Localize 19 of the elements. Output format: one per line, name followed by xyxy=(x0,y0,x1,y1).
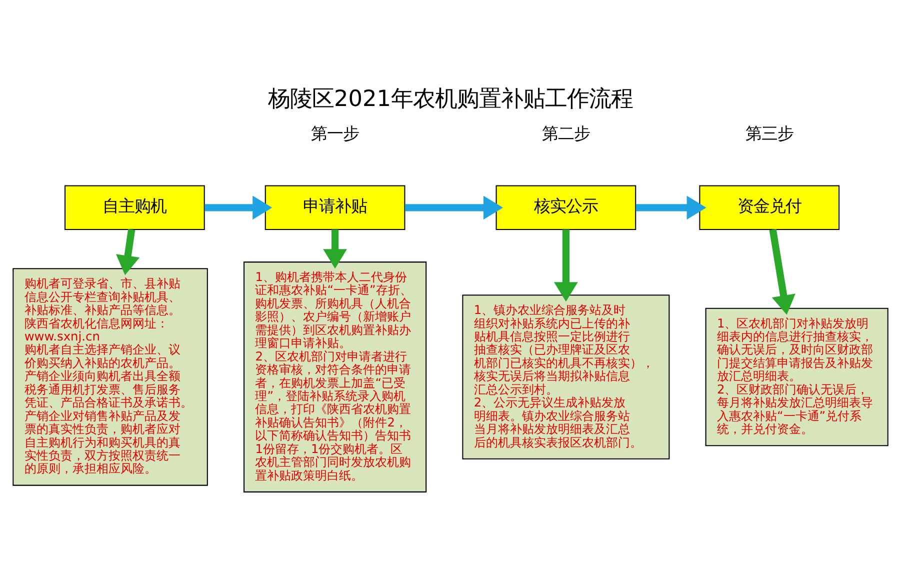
node-box: 1、镇办农业综合服务站及时组织对补贴系统内已上传的补贴机具信息按照一定比例进行抽查核实（已办理牌证及区农机部门已核实的机具不再核实），核实无误后将当期拟补贴信息汇总公示到村。 2、公示无异议生成补贴发放明细表。镇办农业综合服务站当月将补贴发放明细表及汇总后的机具核实表报区农机部门。 xyxy=(462,294,670,460)
node-box: 资金兑付 xyxy=(698,185,840,230)
arrow xyxy=(768,228,795,315)
node-box: 自主购机 xyxy=(64,185,204,230)
arrow xyxy=(635,196,706,220)
node-box: 核实公示 xyxy=(495,185,636,230)
arrow xyxy=(115,229,140,276)
arrow xyxy=(322,230,347,269)
node-label: 第二步 xyxy=(541,124,590,143)
node-box: 购机者可登录省、市、县补贴信息公开专栏查询补贴机具、补贴标准、补贴产品等信息。陕西省农机化信息网网址：www.sxnj.cn 购机者自主选择产销企业、议价购买纳入补贴的农机产品。产销企业须向购机者出具全额税务通用机打发票、售后服务凭证、产品合格证书及承诺书。 产销企业对销售补贴产品及发票的真实性负责，购机者应对自主购机行为和购买机具的真实性负责，双方按照权责统一的原则，承担相应风险。 xyxy=(12,268,208,486)
arrow xyxy=(553,230,578,302)
diagram-title: 杨陵区2021年农机购置补贴工作流程 xyxy=(268,86,632,112)
node-label: 第三步 xyxy=(744,124,793,143)
arrow xyxy=(204,196,272,220)
node-box: 申请补贴 xyxy=(264,185,405,230)
node-box: 1、区农机部门对补贴发放明细表内的信息进行抽查核实，确认无误后，及时向区财政部门提交结算申请报告及补贴发放汇总明细表。 2、区财政部门确认无误后，每月将补贴发放汇总明细表导入惠农补贴“一卡通”兑付系统，并兑付资金。 xyxy=(704,308,888,446)
node-label: 第一步 xyxy=(310,124,359,143)
arrow xyxy=(404,196,502,220)
node-box: 1、购机者携带本人二代身份证和惠农补贴“一卡通”存折、购机发票、所购机具（人机合影照）、农户编号（新增账户需提供）到区农机购置补贴办理窗口申请补贴。 2、区农机部门对申请者进行资格审核，对符合条件的申请者，在购机发票上加盖“已受理”，登陆补贴系统录入购机信息，打印《陕西省农机购置补贴确认告知书》（附件2，以下简称确认告知书）告知书1份留存，1份交购机者。区农机主管部门同时发放农机购置补贴政策明白纸。 xyxy=(243,262,426,492)
